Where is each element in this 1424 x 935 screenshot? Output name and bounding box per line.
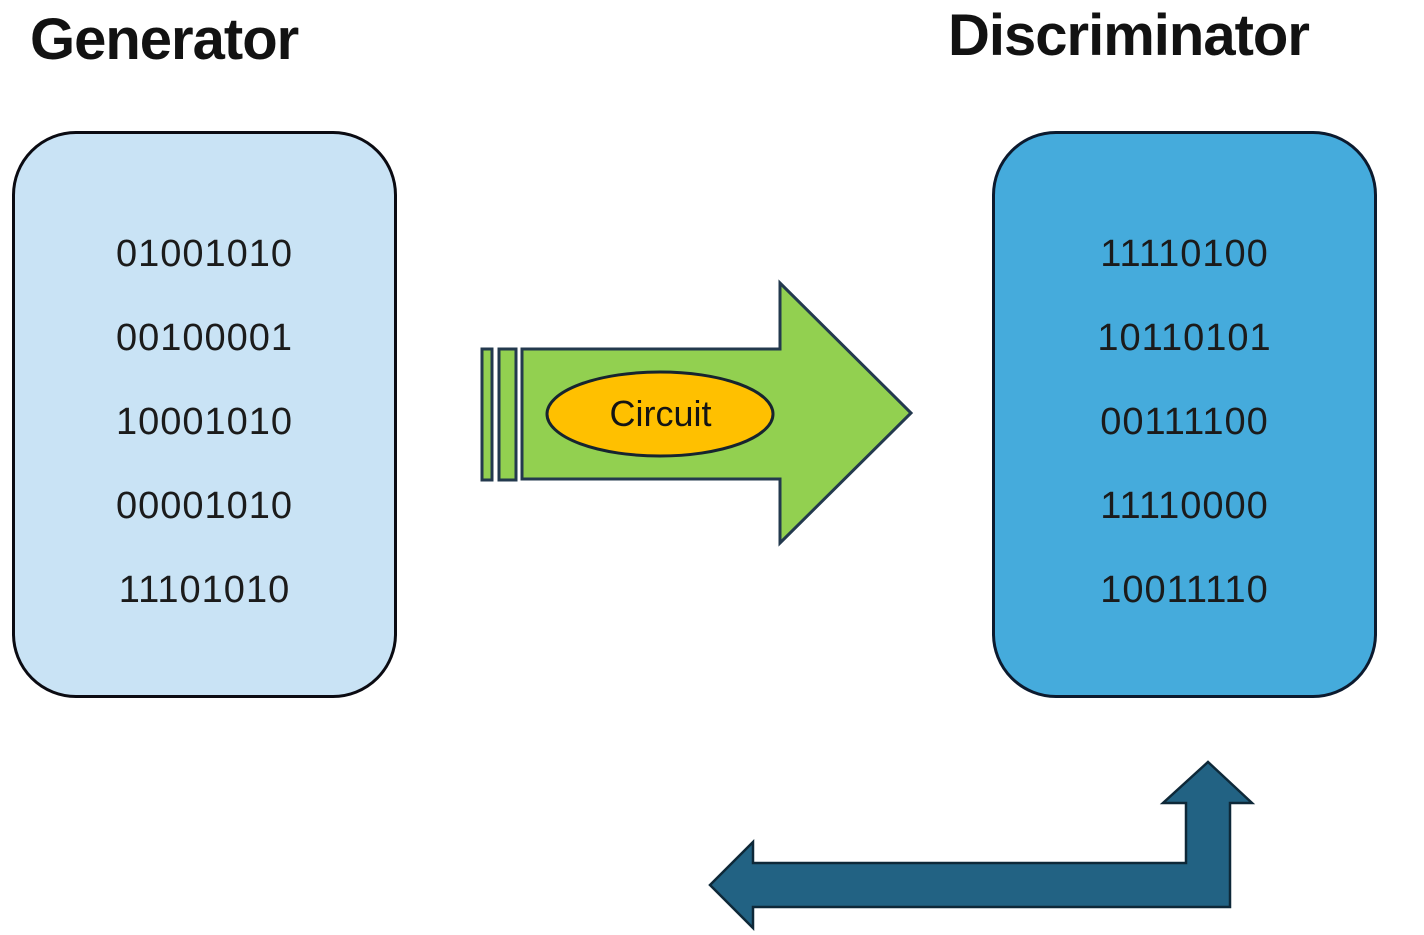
binary-row: 10110101	[1097, 317, 1272, 359]
binary-row: 00111100	[1100, 401, 1269, 443]
generator-box: 01001010 00100001 10001010 00001010 1110…	[12, 131, 397, 698]
discriminator-binary-list: 11110100 10110101 00111100 11110000 1001…	[995, 212, 1374, 632]
binary-row: 11101010	[118, 569, 291, 611]
binary-row: 10011110	[1100, 569, 1269, 611]
binary-row: 00100001	[115, 317, 294, 359]
binary-row: 01001010	[115, 233, 294, 275]
arrow-stripe-thick	[497, 347, 518, 482]
generator-title: Generator	[30, 7, 299, 72]
feedback-arrow-icon	[708, 760, 1256, 932]
binary-row: 10001010	[115, 401, 294, 443]
circuit-ellipse	[545, 370, 775, 458]
arrow-stripe-thin	[480, 347, 494, 482]
circuit-label: Circuit	[609, 393, 712, 434]
circuit-arrow-icon	[480, 279, 914, 547]
generator-binary-list: 01001010 00100001 10001010 00001010 1110…	[15, 212, 394, 632]
binary-row: 00001010	[115, 485, 294, 527]
discriminator-title: Discriminator	[948, 3, 1310, 68]
binary-row: 11110000	[1100, 485, 1269, 527]
discriminator-box: 11110100 10110101 00111100 11110000 1001…	[992, 131, 1377, 698]
binary-row: 11110100	[1100, 233, 1269, 275]
